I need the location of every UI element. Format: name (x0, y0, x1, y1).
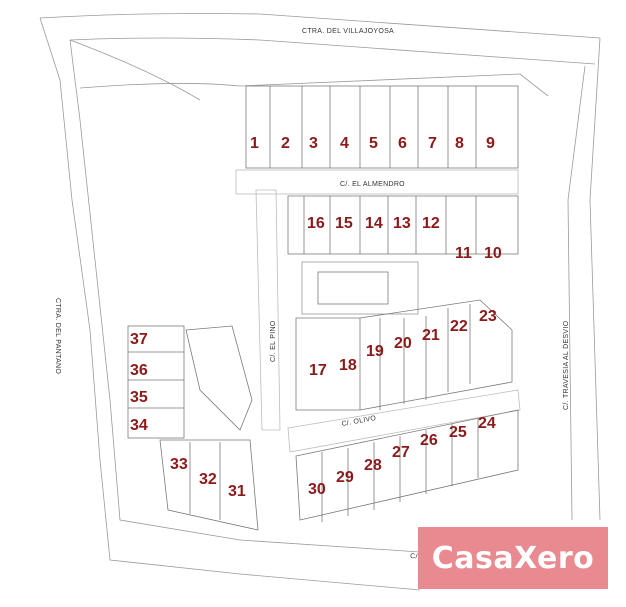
lot-32: 32 (199, 471, 217, 488)
street-travesia: C/. TRAVESIA AL DESVIO (563, 320, 570, 410)
lot-30: 30 (308, 481, 326, 498)
lot-28: 28 (364, 457, 382, 474)
lot-14: 14 (365, 215, 383, 232)
lot-24: 24 (478, 415, 496, 432)
lot-6: 6 (398, 135, 407, 152)
lot-5: 5 (369, 135, 378, 152)
lot-9: 9 (486, 135, 495, 152)
street-olivo: C/. OLIVO (341, 415, 377, 428)
lot-33: 33 (170, 456, 188, 473)
street-almendro: C/. EL ALMENDRO (340, 181, 405, 188)
lot-3: 3 (309, 135, 318, 152)
lot-13: 13 (393, 215, 411, 232)
street-pino: C/. EL PINO (270, 320, 277, 362)
lot-34: 34 (130, 417, 148, 434)
logo-text: CasaXero (431, 540, 595, 576)
lot-25: 25 (449, 424, 467, 441)
lot-37: 37 (130, 331, 148, 348)
brand-logo: CasaXero (418, 527, 608, 589)
lot-11: 11 (455, 245, 472, 262)
lot-27: 27 (392, 444, 410, 461)
street-villajoyosa: CTRA. DEL VILLAJOYOSA (302, 28, 394, 35)
lot-19: 19 (366, 343, 384, 360)
lot-15: 15 (335, 215, 353, 232)
lot-20: 20 (394, 335, 412, 352)
lot-26: 26 (420, 432, 438, 449)
lot-numbers: 1 2 3 4 5 6 7 8 9 10 11 12 13 14 15 16 1… (130, 135, 502, 500)
lot-31: 31 (228, 483, 246, 500)
lot-2: 2 (281, 135, 290, 152)
lot-17: 17 (309, 362, 327, 379)
lot-4: 4 (340, 135, 349, 152)
lot-10: 10 (484, 245, 502, 262)
lot-7: 7 (428, 135, 437, 152)
street-pantano: CTRA. DEL PANTANO (54, 298, 61, 374)
lot-8: 8 (455, 135, 464, 152)
block-outlines (127, 85, 521, 531)
road-outlines (39, 13, 601, 591)
lot-29: 29 (336, 469, 354, 486)
lot-21: 21 (422, 327, 440, 344)
lot-12: 12 (422, 215, 440, 232)
lot-23: 23 (479, 308, 497, 325)
lot-22: 22 (450, 318, 468, 335)
lot-1: 1 (250, 135, 259, 152)
lot-16: 16 (307, 215, 325, 232)
lot-35: 35 (130, 389, 148, 406)
lot-18: 18 (339, 357, 357, 374)
lot-36: 36 (130, 362, 148, 379)
